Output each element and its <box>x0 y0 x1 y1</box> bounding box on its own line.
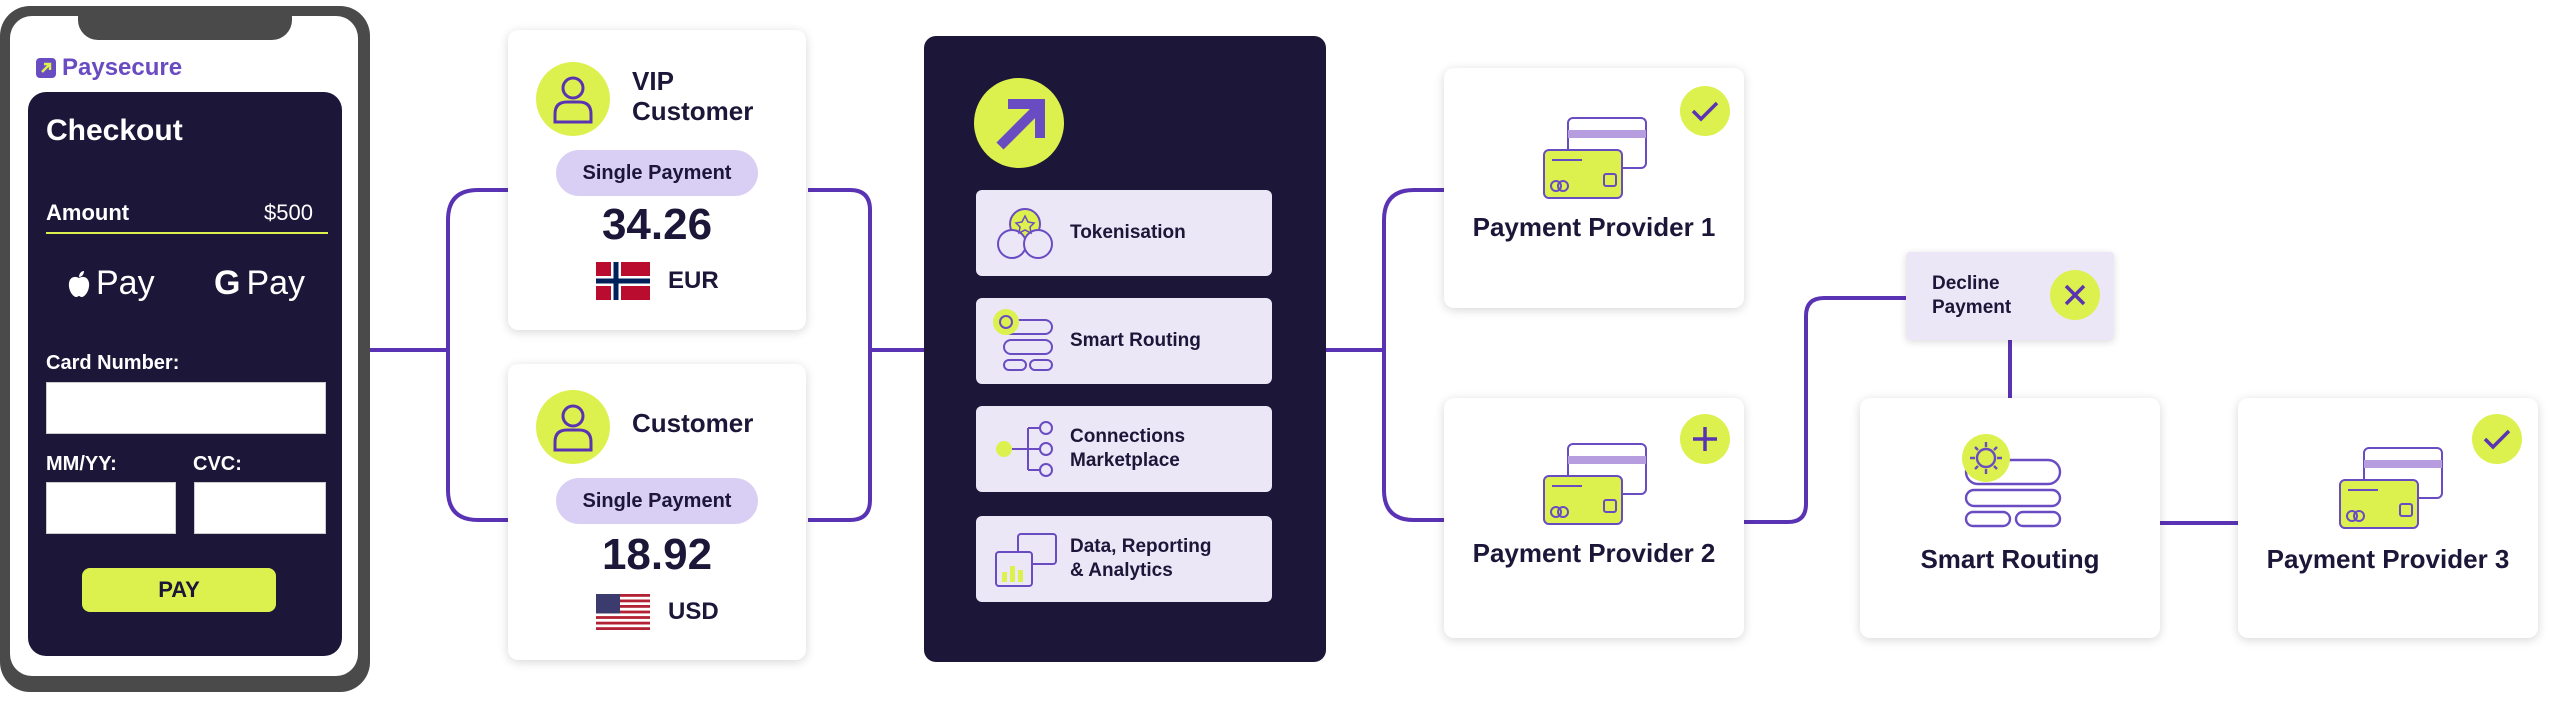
google-g-icon: G <box>214 264 241 302</box>
provider-label: Payment Provider 1 <box>1472 212 1716 242</box>
connector-phone-customer <box>446 350 508 522</box>
feature-smart-routing[interactable]: Smart Routing <box>976 298 1272 384</box>
vip-customer-card: VIP Customer Single Payment 34.26 EUR <box>508 30 806 330</box>
expiry-label: MM/YY: <box>46 453 117 475</box>
platform-logo-icon <box>974 78 1064 168</box>
apple-pay-button[interactable]: Pay <box>66 264 155 303</box>
expiry-input[interactable] <box>46 482 176 534</box>
plus-badge <box>1680 414 1730 464</box>
feature-label: Smart Routing <box>1070 330 1201 351</box>
apple-icon <box>68 270 90 297</box>
paysecure-logo-icon <box>36 58 56 78</box>
connector-phone-vip <box>446 188 508 350</box>
norway-flag-icon <box>596 262 650 300</box>
connector-platform-p2 <box>1382 350 1444 522</box>
customer-name: Customer <box>632 408 754 438</box>
credit-card-icon <box>2339 447 2443 529</box>
card-number-label: Card Number: <box>46 352 180 374</box>
checkout-panel <box>28 92 342 656</box>
check-icon <box>2483 429 2511 450</box>
credit-card-icon <box>1543 117 1647 199</box>
plus-icon <box>1693 427 1717 451</box>
checkout-title: Checkout <box>46 114 183 147</box>
feature-label: Data, Reporting & Analytics <box>1070 536 1212 581</box>
connector-vip-platform <box>808 188 924 352</box>
google-pay-button[interactable]: G Pay <box>214 264 305 303</box>
payment-amount: 34.26 <box>601 200 713 249</box>
connections-icon <box>996 421 1053 477</box>
phone-notch <box>78 14 292 40</box>
currency-row: USD <box>596 594 719 630</box>
check-badge <box>2472 414 2522 464</box>
customer-card: Customer Single Payment 18.92 USD <box>508 364 806 660</box>
currency-code: EUR <box>668 267 719 294</box>
customer-name: VIP Customer <box>632 66 754 126</box>
payment-type-pill: Single Payment <box>556 150 758 196</box>
decline-label: Decline Payment <box>1932 273 2012 318</box>
amount-label: Amount <box>46 200 130 225</box>
person-icon <box>536 390 610 464</box>
credit-card-icon <box>1543 443 1647 525</box>
connector-platform-p1 <box>1382 188 1444 350</box>
decline-badge <box>2050 270 2100 320</box>
google-pay-label: Pay <box>246 264 306 302</box>
check-badge <box>1680 86 1730 136</box>
card-number-input[interactable] <box>46 382 326 434</box>
usa-flag-icon <box>596 594 650 630</box>
cvc-input[interactable] <box>194 482 326 534</box>
smart-routing-card: Smart Routing <box>1860 398 2160 638</box>
brand-logo: Paysecure <box>36 54 182 82</box>
connector-p2-decline <box>1744 296 1906 524</box>
brand-name: Paysecure <box>62 54 183 81</box>
provider-label: Payment Provider 2 <box>1472 538 1716 568</box>
feature-connections-marketplace[interactable]: Connections Marketplace <box>976 406 1272 492</box>
payment-provider-2-card: Payment Provider 2 <box>1444 398 1744 638</box>
smart-routing-icon <box>993 309 1053 371</box>
feature-label: Connections Marketplace <box>1070 426 1186 471</box>
tokenisation-icon <box>997 208 1053 259</box>
cvc-label: CVC: <box>193 453 242 475</box>
pay-button[interactable]: PAY <box>82 568 276 612</box>
check-icon <box>1691 101 1719 122</box>
analytics-icon <box>995 533 1057 587</box>
feature-tokenisation[interactable]: Tokenisation <box>976 190 1272 276</box>
apple-pay-label: Pay <box>96 264 155 302</box>
person-icon <box>536 62 610 136</box>
gear-icon <box>1975 447 1997 469</box>
x-icon <box>2064 284 2086 306</box>
payment-type-pill: Single Payment <box>556 478 758 524</box>
smart-routing-large-icon <box>1962 434 2062 528</box>
currency-row: EUR <box>596 262 719 300</box>
amount-value: $500 <box>264 200 313 225</box>
provider-label: Payment Provider 3 <box>2266 544 2510 574</box>
payment-provider-3-card: Payment Provider 3 <box>2238 398 2538 638</box>
connector-customer-platform <box>808 350 872 522</box>
currency-code: USD <box>668 598 719 625</box>
payment-provider-1-card: Payment Provider 1 <box>1444 68 1744 308</box>
feature-data-reporting[interactable]: Data, Reporting & Analytics <box>976 516 1272 602</box>
feature-label: Tokenisation <box>1070 222 1186 243</box>
amount-divider <box>46 232 328 234</box>
routing-label: Smart Routing <box>1920 544 2100 574</box>
payment-amount: 18.92 <box>601 530 713 579</box>
